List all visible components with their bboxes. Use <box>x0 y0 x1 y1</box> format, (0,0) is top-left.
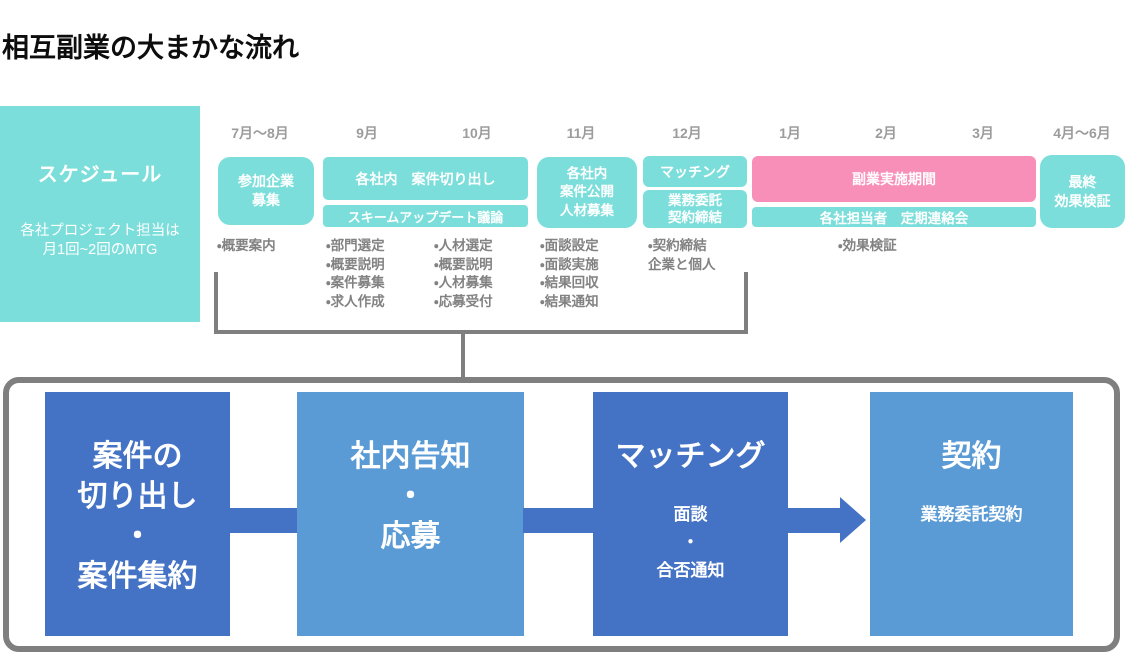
flow-step-1-line-4: 案件集約 <box>77 560 198 593</box>
case-publish-line-1: 各社内 <box>566 165 608 181</box>
flow-step-3-detail-3: 合否通知 <box>656 561 725 580</box>
flow-step-4-line-1: 契約 <box>941 440 1002 473</box>
outsourcing-contract-line-2: 契約締結 <box>668 210 722 225</box>
final-review-line-2: 効果検証 <box>1054 192 1111 209</box>
flow-frame <box>3 377 1120 652</box>
bullet-column-nov: ・面談設定 ・面談実施 ・結果回収 ・結果通知 <box>540 237 599 311</box>
bullet-item: ・人材募集 <box>434 275 493 290</box>
flow-step-internal-announcement-application: 社内告知 ・ 応募 <box>297 392 524 636</box>
side-job-period-label: 副業実施期間 <box>852 171 936 187</box>
flow-step-2-line-2: ・ <box>395 480 426 513</box>
bullet-item: 企業と個人 <box>648 256 716 272</box>
scheme-update-label: スキームアップデート議論 <box>347 209 504 225</box>
month-label-oct: 10月 <box>462 125 492 141</box>
flow-step-1-line-1: 案件の <box>92 440 183 473</box>
bullet-item: ・案件募集 <box>326 275 385 290</box>
timeline-box-recruit-companies: 参加企業 募集 <box>218 157 314 225</box>
flow-step-3-title: マッチング <box>593 437 788 477</box>
timeline-box-matching: マッチング <box>643 156 747 187</box>
bullet-item: ・求人作成 <box>326 293 385 309</box>
bullet-item: ・面談設定 <box>540 238 599 253</box>
timeline-box-final-review: 最終 効果検証 <box>1040 155 1125 228</box>
bullet-item: ・効果検証 <box>838 238 897 253</box>
bullet-item: ・部門選定 <box>326 238 385 253</box>
bullet-item: ・概要説明 <box>434 256 493 272</box>
page-title: 相互副業の大まかな流れ <box>2 33 299 63</box>
month-label-mar: 3月 <box>972 125 994 141</box>
bullet-item: ・人材選定 <box>434 238 493 253</box>
schedule-note-line-1: 各社プロジェクト担当は <box>20 223 180 239</box>
month-label-apr-jun: 4月〜6月 <box>1053 125 1111 141</box>
bullet-item: ・概要説明 <box>326 256 385 272</box>
bullet-item: ・結果回収 <box>540 275 599 290</box>
flow-step-1-title: 案件の 切り出し ・ 案件集約 <box>45 437 230 597</box>
timeline-box-scheme-update: スキームアップデート議論 <box>323 205 528 227</box>
bullet-column-jan-mar: ・効果検証 <box>838 237 897 256</box>
month-label-jan: 1月 <box>779 125 801 141</box>
month-label-nov: 11月 <box>566 125 596 141</box>
flow-step-2-title: 社内告知 ・ 応募 <box>297 437 524 557</box>
flow-step-contract: 契約 業務委託契約 <box>870 392 1073 636</box>
timeline-box-case-carveout: 各社内 案件切り出し <box>323 157 528 200</box>
final-review-line-1: 最終 <box>1068 173 1097 190</box>
bullet-column-sep: ・部門選定 ・概要説明 ・案件募集 ・求人作成 <box>326 237 385 311</box>
bullet-item: ・概要案内 <box>217 238 276 253</box>
bracket-left-tick <box>214 272 218 334</box>
matching-label: マッチング <box>660 163 730 180</box>
flow-step-4-details: 業務委託契約 <box>870 501 1073 529</box>
recruit-companies-line-2: 募集 <box>252 192 280 208</box>
schedule-panel-note: 各社プロジェクト担当は 月1回~2回のMTG <box>0 222 200 260</box>
timeline-box-outsourcing-contract: 業務委託 契約締結 <box>643 190 747 228</box>
flow-step-2-line-1: 社内告知 <box>350 440 471 473</box>
schedule-panel-title: スケジュール <box>37 164 163 186</box>
bullet-item: ・面談実施 <box>540 256 599 272</box>
bracket-right-tick <box>744 272 748 334</box>
regular-meeting-label: 各社担当者 定期連絡会 <box>819 211 969 226</box>
bracket-drop-line <box>461 332 465 379</box>
bullet-column-oct: ・人材選定 ・概要説明 ・人材募集 ・応募受付 <box>434 237 493 311</box>
timeline-box-regular-meeting: 各社担当者 定期連絡会 <box>752 207 1036 227</box>
month-label-feb: 2月 <box>875 125 897 141</box>
flow-step-3-detail-1: 面談 <box>673 505 708 524</box>
case-carveout-label: 各社内 案件切り出し <box>355 170 496 187</box>
case-publish-line-3: 人材募集 <box>560 202 614 218</box>
flow-step-4-title: 契約 <box>870 437 1073 477</box>
schedule-panel: スケジュール 各社プロジェクト担当は 月1回~2回のMTG <box>0 106 200 322</box>
recruit-companies-line-1: 参加企業 <box>238 173 294 189</box>
month-label-dec: 12月 <box>672 125 702 141</box>
timeline-box-case-publish: 各社内 案件公開 人材募集 <box>537 157 637 228</box>
bullet-column-jul-aug: ・概要案内 <box>217 237 276 256</box>
bullet-column-dec: ・契約締結 企業と個人 <box>648 237 716 274</box>
flow-step-3-line-1: マッチング <box>615 440 766 473</box>
month-label-jul-aug: 7月〜8月 <box>231 125 289 141</box>
flow-connector-1 <box>229 508 298 533</box>
timeline-box-side-job-period: 副業実施期間 <box>752 156 1036 202</box>
flow-step-matching: マッチング 面談 ・ 合否通知 <box>593 392 788 636</box>
bullet-item: ・応募受付 <box>434 293 493 309</box>
month-label-sep: 9月 <box>356 125 378 141</box>
schedule-note-line-2: 月1回~2回のMTG <box>42 242 158 258</box>
bullet-item: ・結果通知 <box>540 293 599 309</box>
flow-step-1-line-3: ・ <box>122 520 153 553</box>
flow-arrow-shaft <box>787 508 840 533</box>
flow-step-3-detail-2: ・ <box>682 533 699 552</box>
bullet-item: ・契約締結 <box>648 238 707 253</box>
outsourcing-contract-line-1: 業務委託 <box>668 193 722 208</box>
flow-connector-2 <box>523 508 594 533</box>
bracket-horizontal-line <box>214 330 748 334</box>
flow-step-1-line-2: 切り出し <box>77 480 198 513</box>
flow-step-4-detail-1: 業務委託契約 <box>920 505 1023 524</box>
flow-step-2-line-3: 応募 <box>380 520 441 553</box>
flow-step-3-details: 面談 ・ 合否通知 <box>593 501 788 585</box>
flow-arrow-head-icon <box>840 497 866 543</box>
flow-step-case-carveout-aggregation: 案件の 切り出し ・ 案件集約 <box>45 392 230 636</box>
case-publish-line-2: 案件公開 <box>560 184 614 200</box>
